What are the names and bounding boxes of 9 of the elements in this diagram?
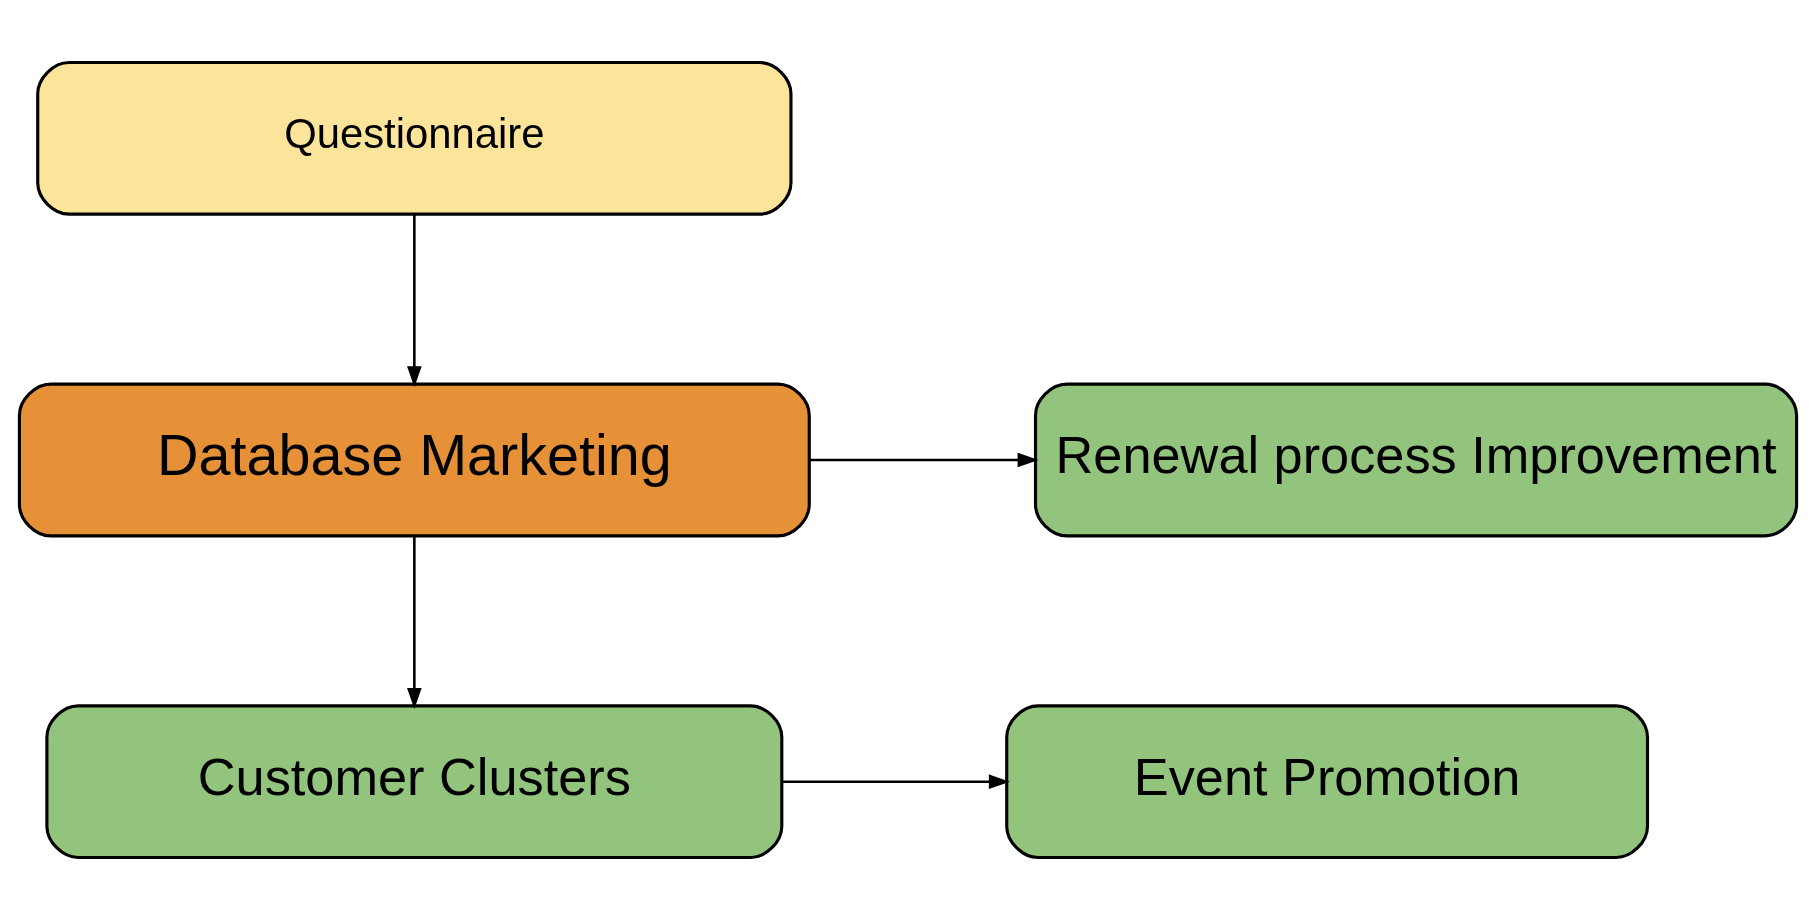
node-box: Customer Clusters — [45, 703, 784, 859]
arrow — [407, 535, 422, 709]
arrow — [407, 213, 422, 387]
node-box: Event Promotion — [1005, 703, 1650, 859]
node-box: Renewal process Improvement — [1033, 382, 1799, 537]
arrow — [809, 452, 1039, 467]
node-box: Questionnaire — [36, 60, 793, 216]
node-box: Database Marketing — [17, 382, 811, 537]
arrow — [782, 773, 1010, 789]
